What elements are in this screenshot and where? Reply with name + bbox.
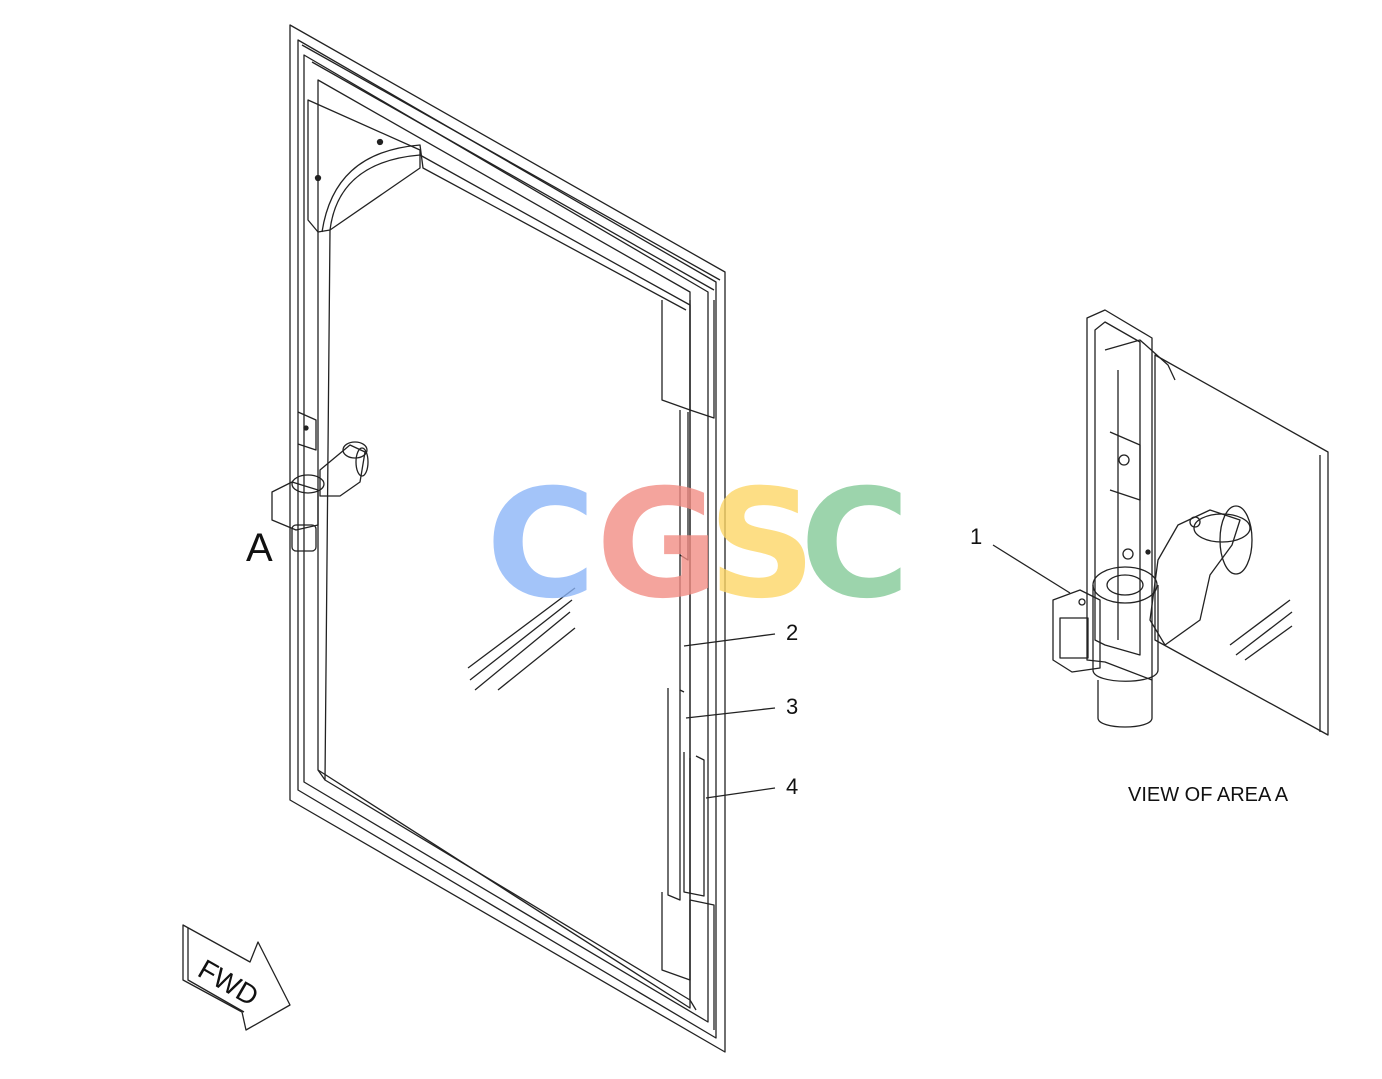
watermark-letter-2: G bbox=[596, 458, 720, 632]
detail-view-a bbox=[1052, 309, 1329, 736]
callout-4: 4 bbox=[786, 774, 799, 799]
fwd-arrow bbox=[182, 924, 291, 1031]
watermark-letter-4: C bbox=[800, 458, 911, 632]
callout-2: 2 bbox=[786, 620, 799, 645]
callout-leaders bbox=[683, 544, 1071, 799]
view-caption: VIEW OF AREA A bbox=[1128, 784, 1289, 806]
leader-4 bbox=[705, 787, 776, 799]
callout-3: 3 bbox=[786, 694, 799, 719]
glass-opening bbox=[307, 99, 697, 1011]
leader-2 bbox=[683, 633, 776, 647]
hinge-latch-area-a bbox=[271, 411, 369, 552]
area-a-label: A bbox=[246, 526, 273, 570]
watermark-letter-1: C bbox=[486, 458, 597, 632]
window-frame bbox=[289, 24, 726, 1053]
callout-1: 1 bbox=[970, 524, 983, 549]
leader-3 bbox=[685, 707, 776, 719]
watermark-letter-3: S bbox=[708, 458, 817, 632]
leader-1 bbox=[992, 544, 1071, 594]
